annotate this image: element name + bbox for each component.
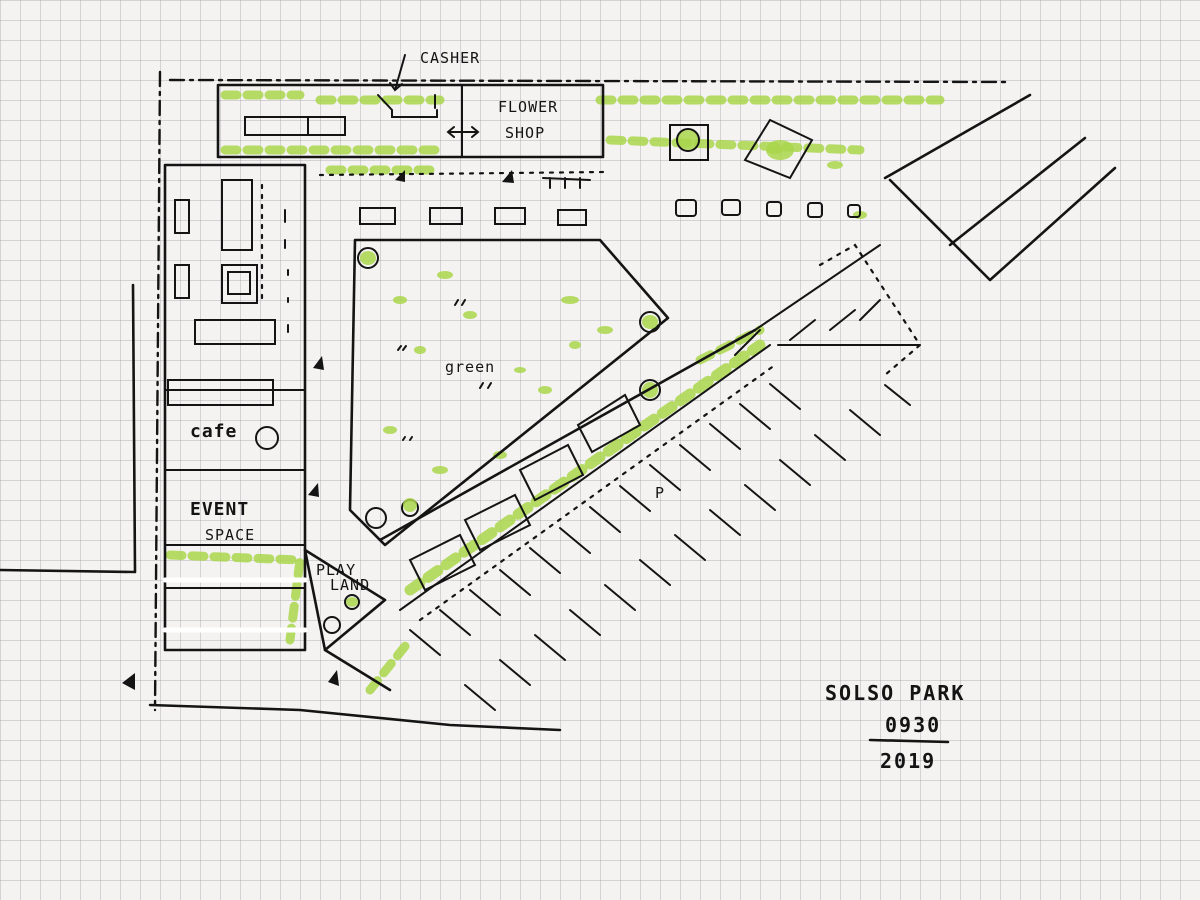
- casher-label: CASHER: [420, 49, 480, 67]
- play-land-label-line2: LAND: [330, 576, 370, 594]
- north-building: [216, 54, 607, 177]
- planters: [669, 118, 814, 180]
- date-bottom: 2019: [880, 749, 936, 773]
- event-space-label-line1: EVENT: [190, 499, 249, 520]
- bench-row: [359, 177, 861, 226]
- date-top: 0930: [885, 713, 941, 737]
- flower-shop-label-line1: FLOWER: [498, 98, 558, 116]
- west-building: [162, 163, 308, 652]
- entry-arrows: [122, 170, 514, 690]
- landscape-highlights: [165, 90, 945, 695]
- play-land: [303, 548, 387, 652]
- green-lawn: [348, 238, 670, 547]
- title-block: [868, 738, 950, 744]
- play-land-label-line1: PLAY: [316, 561, 356, 579]
- parking-label: P: [655, 484, 665, 502]
- green-label: green: [445, 358, 495, 376]
- event-space-label-line2: SPACE: [205, 526, 255, 544]
- parking-edge: [323, 328, 777, 692]
- site-boundary: [0, 70, 1117, 732]
- cafe-label: cafe: [190, 421, 237, 442]
- project-name: SOLSO PARK: [825, 681, 965, 705]
- flower-shop-label-line2: SHOP: [505, 124, 545, 142]
- parking-stalls: [409, 243, 922, 711]
